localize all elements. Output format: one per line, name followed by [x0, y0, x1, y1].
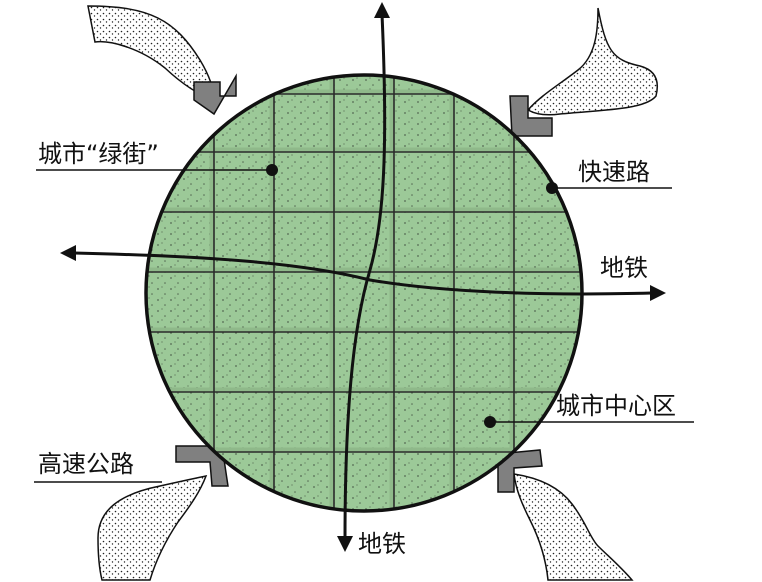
city-grid	[146, 75, 582, 511]
label-subway-vertical: 地铁	[358, 530, 406, 558]
funnel-bottom-right	[513, 473, 634, 581]
label-highway: 高速公路	[38, 450, 134, 478]
subway-line-vertical	[343, 13, 387, 541]
dot-markers	[266, 164, 558, 428]
entry-arrow-top-left	[193, 73, 237, 116]
label-city-center: 城市中心区	[556, 392, 676, 420]
subway-arrowhead-left	[60, 245, 76, 261]
dot-marker-city-center	[484, 416, 496, 428]
subway-arrowhead-right	[650, 285, 666, 301]
subway-lines	[60, 2, 666, 552]
subway-line-horizontal	[73, 251, 653, 296]
label-subway-horizontal: 地铁	[600, 254, 648, 282]
subway-arrowhead-bottom	[337, 536, 353, 552]
funnel-top-right	[526, 7, 659, 116]
dot-marker-green-street	[266, 164, 278, 176]
entry-arrow-bottom-right	[497, 449, 543, 493]
text-labels: 城市“绿街” 快速路 地铁 城市中心区 高速公路 地铁	[38, 140, 676, 558]
funnel-bottom-left	[97, 474, 208, 581]
subway-arrowhead-top	[374, 2, 390, 18]
label-green-street: 城市“绿街”	[38, 140, 159, 168]
leader-lines	[34, 169, 694, 483]
label-expressway: 快速路	[578, 158, 650, 186]
traffic-funnels	[87, 5, 659, 581]
dot-marker-expressway	[546, 182, 558, 194]
